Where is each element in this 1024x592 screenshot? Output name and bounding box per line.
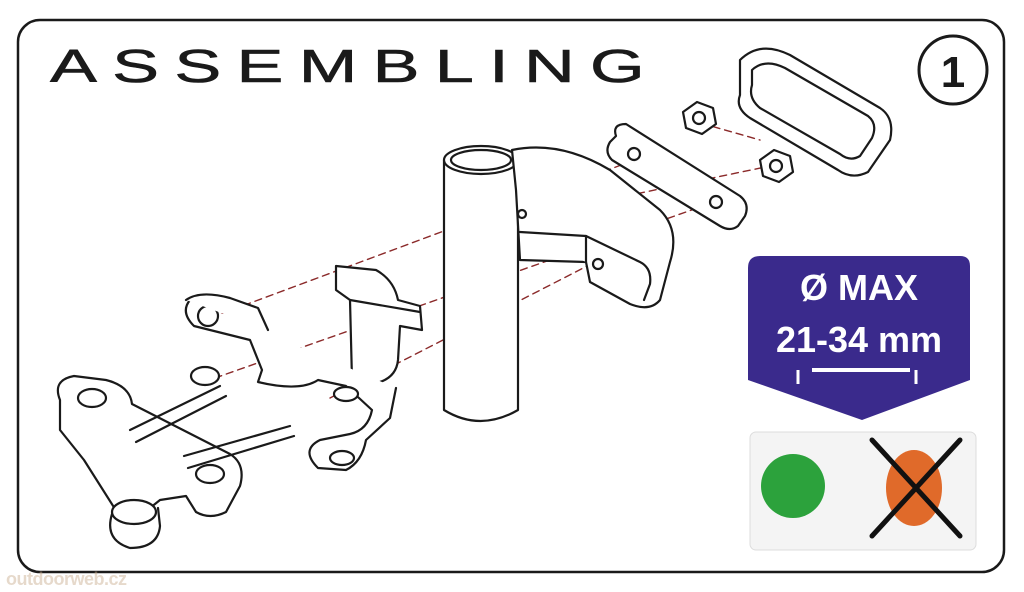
- diameter-callout: Ø MAX 21-34 mm: [748, 256, 970, 420]
- diameter-max-label: Ø MAX: [800, 267, 918, 308]
- green-dot-icon: [761, 454, 825, 518]
- rubber-pad-icon: [737, 47, 893, 177]
- card-title: ASSEMBLING: [50, 40, 660, 92]
- mount-bracket-icon: [184, 264, 424, 472]
- indicator-panel: [749, 431, 977, 551]
- nut-icon: [758, 148, 795, 184]
- clamp-plate-icon: [606, 122, 748, 231]
- upper-clamp-jaw-icon: [510, 146, 675, 309]
- step-number: 1: [941, 48, 965, 97]
- tube-icon: [442, 144, 520, 423]
- diameter-range-label: 21-34 mm: [776, 319, 942, 360]
- quick-release-lever-icon: [56, 365, 296, 550]
- assembly-drawing: [56, 47, 893, 550]
- diameter-box: [748, 256, 970, 380]
- crossed-orange-dot-icon: [869, 437, 963, 539]
- nut-icon: [681, 100, 718, 136]
- step-badge: 1: [917, 34, 989, 106]
